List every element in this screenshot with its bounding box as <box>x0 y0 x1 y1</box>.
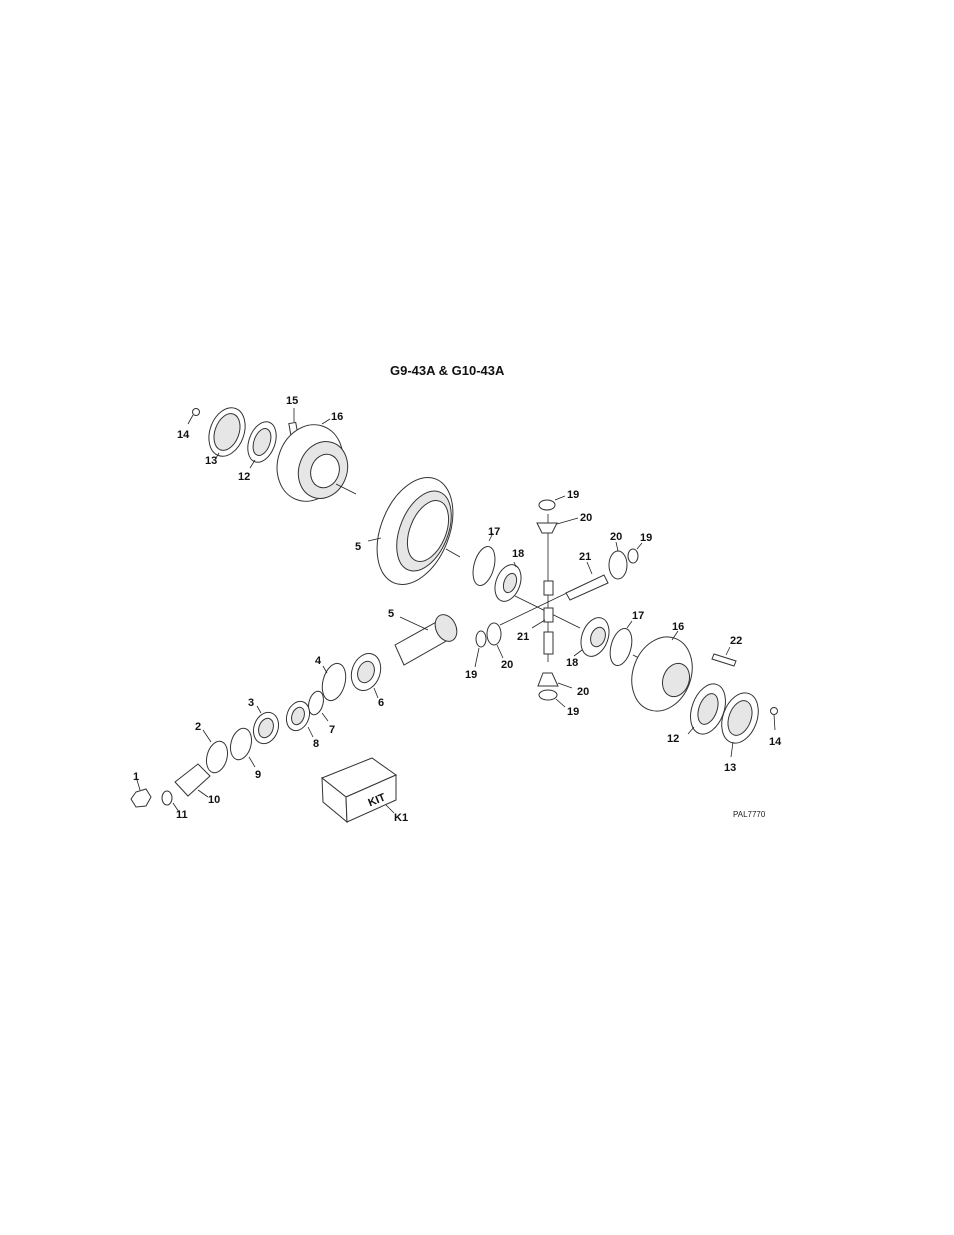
callout-20-bottom: 20 <box>577 686 589 698</box>
callout-13-lower: 13 <box>724 762 736 774</box>
part-14-screw-lower <box>770 707 778 731</box>
callout-16-lower: 16 <box>672 621 684 633</box>
part-11-washer <box>161 790 180 813</box>
callout-11: 11 <box>176 809 188 821</box>
callout-21-center: 21 <box>517 631 529 643</box>
callout-19-left: 19 <box>465 669 477 681</box>
part-17-side-washer-upper <box>472 532 496 586</box>
case-half-upper <box>187 407 357 502</box>
part-20-pinion-gear-left <box>486 622 504 659</box>
spider-assembly <box>474 495 643 708</box>
part-16-diff-case-lower <box>631 630 693 712</box>
part-20-pinion-gear-top <box>536 517 579 534</box>
part-19-thrust-washer-top <box>538 495 566 511</box>
part-18-side-gear-upper <box>494 561 522 602</box>
callout-1: 1 <box>133 771 139 783</box>
callout-2: 2 <box>195 721 201 733</box>
part-18-side-gear-lower <box>573 617 610 657</box>
callout-labels: 1 2 3 4 5 5 6 7 8 9 10 11 12 12 13 13 14… <box>133 395 782 824</box>
part-4-shim <box>321 662 347 702</box>
callout-21-cross-shaft: 21 <box>579 551 591 563</box>
figure-code: PAL7770 <box>733 810 766 819</box>
part-1-nut <box>130 779 152 808</box>
part-20-pinion-gear-bottom <box>537 672 573 689</box>
part-14-screw-upper <box>187 408 200 425</box>
part-9-seal <box>229 727 256 768</box>
callout-15: 15 <box>286 395 298 407</box>
part-12-bearing-upper <box>247 421 277 469</box>
kit-box: KIT <box>321 757 398 824</box>
case-half-lower <box>631 630 778 758</box>
part-3-outer-bearing <box>252 705 280 745</box>
callout-3: 3 <box>248 697 254 709</box>
part-5-drive-pinion <box>394 614 458 666</box>
part-13-adjusting-ring-upper <box>208 407 246 459</box>
callout-16-upper: 16 <box>331 411 343 423</box>
callout-17-upper: 17 <box>488 526 500 538</box>
part-7-spacer <box>308 690 329 722</box>
callout-5-ring: 5 <box>355 541 361 553</box>
part-2-deflector <box>202 729 229 774</box>
callout-10: 10 <box>208 794 220 806</box>
part-6-pinion-bearing <box>350 653 382 699</box>
callout-17-lower: 17 <box>632 610 644 622</box>
part-16-diff-case-upper <box>276 418 349 502</box>
part-20-pinion-gear-right <box>608 541 628 580</box>
part-21-cross-shaft <box>565 561 609 601</box>
callout-19-bottom: 19 <box>567 706 579 718</box>
part-13-adjusting-ring-lower <box>721 692 759 758</box>
diagram-title: G9-43A & G10-43A <box>390 363 505 378</box>
callout-20-top: 20 <box>580 512 592 524</box>
callout-14-lower: 14 <box>769 736 782 748</box>
callout-19-right: 19 <box>640 532 652 544</box>
part-5-ring-gear <box>367 477 461 585</box>
callout-20-left: 20 <box>501 659 513 671</box>
callout-18-lower: 18 <box>566 657 578 669</box>
part-22-bolt <box>711 646 737 667</box>
part-19-thrust-washer-left <box>474 630 487 668</box>
callout-14-upper: 14 <box>177 429 190 441</box>
callout-5-pinion: 5 <box>388 608 394 620</box>
callout-6: 6 <box>378 697 384 709</box>
callout-7: 7 <box>329 724 335 736</box>
callout-18-upper: 18 <box>512 548 524 560</box>
part-17-side-washer-lower <box>609 620 633 667</box>
part-19-thrust-washer-right <box>627 542 643 564</box>
part-10-yoke <box>174 763 211 798</box>
callout-22: 22 <box>730 635 742 647</box>
callout-8: 8 <box>313 738 319 750</box>
part-19-thrust-washer-bottom <box>538 689 566 708</box>
part-8-bearing-cup <box>285 700 314 738</box>
callout-4: 4 <box>315 655 322 667</box>
callout-13-upper: 13 <box>205 455 217 467</box>
callout-12-lower: 12 <box>667 733 679 745</box>
callout-19-top: 19 <box>567 489 579 501</box>
callout-20-right: 20 <box>610 531 622 543</box>
callout-k1: K1 <box>394 812 408 824</box>
callout-12-upper: 12 <box>238 471 250 483</box>
callout-9: 9 <box>255 769 261 781</box>
